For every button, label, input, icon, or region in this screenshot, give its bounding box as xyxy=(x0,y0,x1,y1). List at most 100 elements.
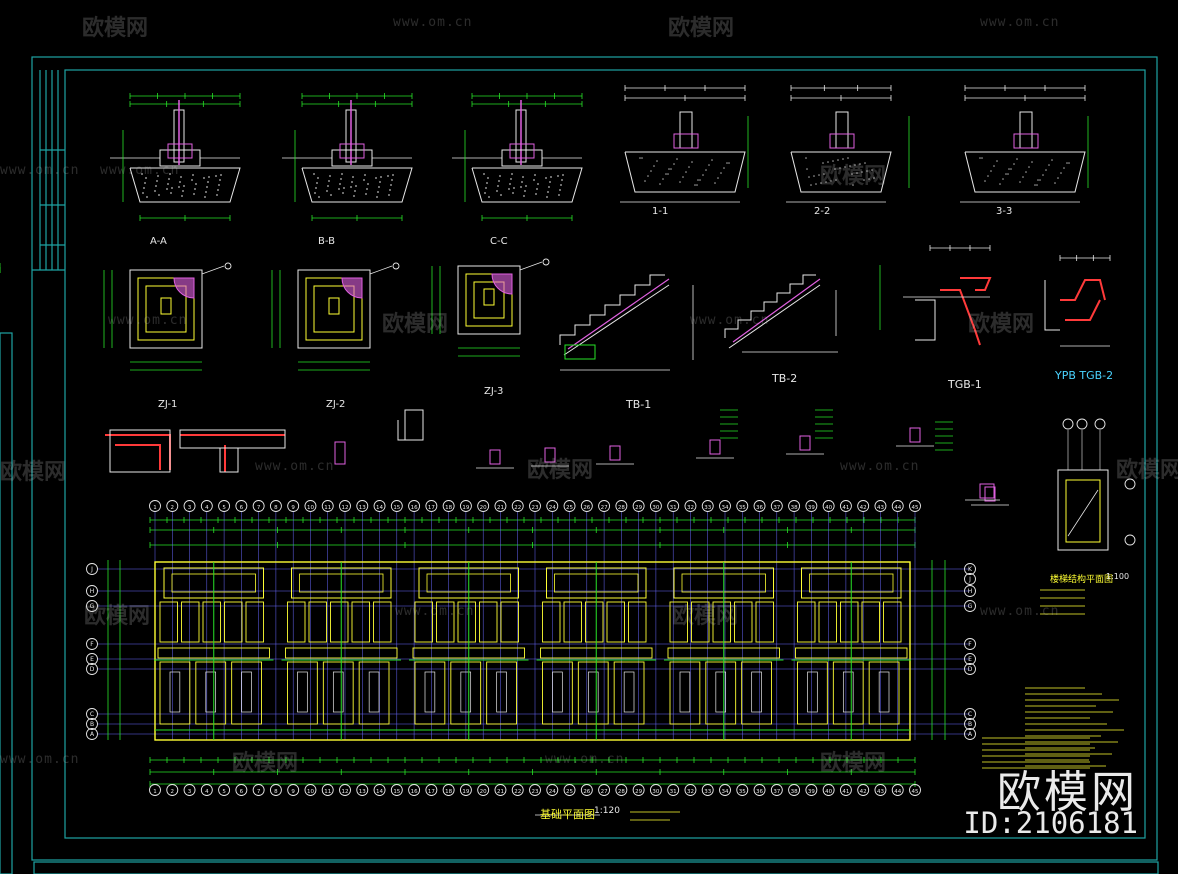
gravel-dot xyxy=(215,175,217,177)
axis-label: 45 xyxy=(912,789,919,795)
pad-footing xyxy=(195,661,227,725)
beam-rebar xyxy=(1060,279,1106,301)
pad-footing xyxy=(436,601,455,643)
gravel-dot xyxy=(524,190,526,192)
right-plan-title: 楼梯结构平面图 xyxy=(1050,575,1114,585)
axis-label: B xyxy=(968,721,972,728)
axis-label: F xyxy=(968,641,972,648)
gravel-dot xyxy=(1042,174,1044,176)
gravel-dot xyxy=(536,188,538,190)
watermark-url: www.om.cn xyxy=(545,752,625,767)
axis-label: 37 xyxy=(773,789,780,795)
axis-bubble xyxy=(649,500,662,512)
watermark-url: www.om.cn xyxy=(980,604,1060,619)
gravel-dot xyxy=(204,196,206,198)
gravel-pad xyxy=(624,151,746,193)
axis-bubble xyxy=(86,638,98,650)
pad-footing xyxy=(224,601,243,643)
axis-bubble xyxy=(964,728,976,740)
pad-footing xyxy=(840,601,859,643)
axis-label: H xyxy=(90,588,95,595)
pad-footing xyxy=(868,661,900,725)
gravel-dot xyxy=(688,166,690,168)
axis-bubble xyxy=(964,663,976,675)
gravel-dot xyxy=(342,192,344,194)
beam-section xyxy=(909,427,921,443)
rebar-cage xyxy=(167,143,193,159)
axis-label: E xyxy=(968,656,972,663)
footing-step xyxy=(305,277,363,341)
axis-bubble xyxy=(667,500,680,512)
rebar xyxy=(567,278,670,350)
gravel-dot xyxy=(141,173,143,175)
axis-bubble xyxy=(719,784,731,796)
axis-label: 22 xyxy=(514,505,521,511)
axis-label: 16 xyxy=(411,789,418,795)
watermark-brand: 欧模网 xyxy=(82,16,149,41)
gravel-dot xyxy=(166,188,168,190)
axis-bubble xyxy=(166,784,179,796)
axis-bubble xyxy=(874,500,887,512)
gravel-dot xyxy=(820,182,822,184)
axis-bubble xyxy=(218,784,231,796)
axis-bubble xyxy=(1076,418,1088,430)
gravel-dot xyxy=(659,183,661,185)
gravel-dot xyxy=(561,179,563,181)
axis-label: 20 xyxy=(480,789,487,795)
gravel-dot xyxy=(847,157,849,159)
beam-section xyxy=(544,447,556,463)
axis-bubble xyxy=(857,784,870,796)
section-label-2: 2-2 xyxy=(814,206,831,217)
gravel-dot xyxy=(723,167,725,169)
gravel-dot xyxy=(182,190,184,192)
gravel-dot xyxy=(533,179,535,181)
axis-label: 5 xyxy=(222,789,226,795)
gravel-dot xyxy=(834,168,836,170)
pad-footing xyxy=(734,601,753,643)
axis-label: 34 xyxy=(722,789,729,795)
gravel-dot xyxy=(220,174,222,176)
axis-label: 21 xyxy=(497,505,504,511)
axis-bubble xyxy=(339,784,351,796)
axis-bubble xyxy=(964,708,976,720)
gravel-dot xyxy=(378,186,380,188)
watermark-url: www.om.cn xyxy=(0,163,80,178)
gravel-dot xyxy=(328,180,330,182)
axis-bubble xyxy=(200,500,213,512)
pad-footing xyxy=(450,661,482,725)
gravel-dot xyxy=(1048,164,1050,166)
gravel-dot xyxy=(315,187,317,189)
axis-label: G xyxy=(968,603,973,610)
axis-bubble xyxy=(909,500,921,512)
axis-bubble xyxy=(477,784,490,796)
gravel-dot xyxy=(206,186,208,188)
gravel-dot xyxy=(1057,177,1059,179)
gravel-dot xyxy=(861,171,863,173)
axis-label: C xyxy=(968,711,972,718)
pad-footing xyxy=(351,601,370,643)
pad-footing xyxy=(613,661,645,725)
gravel-dot xyxy=(155,185,157,187)
axis-label: 35 xyxy=(739,505,746,511)
gravel-dot xyxy=(363,179,365,181)
gravel-dot xyxy=(380,176,382,178)
column-stub xyxy=(241,671,252,713)
gravel-dot xyxy=(685,171,687,173)
axis-bubble xyxy=(269,500,282,512)
gravel-dot xyxy=(485,187,487,189)
foundation-plan: 1122334455667788991010111112121313141415… xyxy=(86,500,976,796)
axis-bubble xyxy=(805,784,818,796)
gravel-dot xyxy=(667,173,669,175)
stair-label-tb2: TB-2 xyxy=(772,372,798,385)
axis-bubble xyxy=(494,500,507,512)
axis-bubble xyxy=(964,718,976,730)
axis-bubble xyxy=(580,500,593,512)
axis-label: 8 xyxy=(274,505,278,511)
gravel-dot xyxy=(818,174,820,176)
axis-label: 7 xyxy=(257,505,261,511)
axis-label: 13 xyxy=(359,789,366,795)
gravel-dot xyxy=(720,172,722,174)
gravel-dot xyxy=(377,191,379,193)
beam-rebar xyxy=(940,289,981,346)
axis-bubble xyxy=(615,500,628,512)
